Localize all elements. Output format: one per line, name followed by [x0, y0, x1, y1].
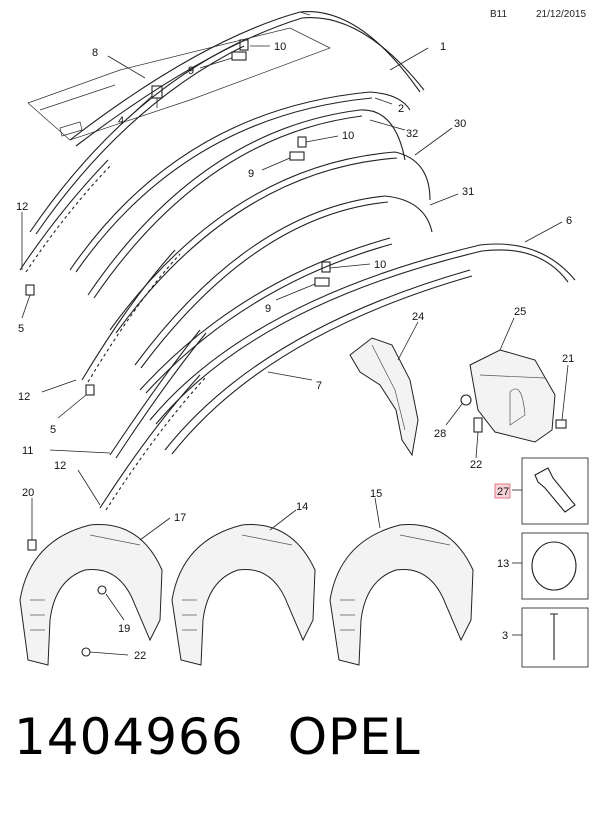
part-17-fender-liner — [19, 524, 163, 666]
part-15-fender-liner — [329, 524, 474, 666]
callout-14: 14 — [296, 501, 308, 513]
part-4-clip — [151, 85, 163, 108]
diagram-code: B11 — [490, 9, 508, 20]
callout-24: 24 — [412, 311, 424, 323]
callout-27: 27 — [497, 486, 509, 498]
parts-diagram: 1 2 3 4 5 5 6 7 8 9 9 9 10 10 10 11 12 1… — [16, 11, 589, 668]
part-8-strip — [29, 41, 245, 235]
callout-19: 19 — [118, 623, 130, 635]
callout-22a: 22 — [470, 459, 482, 471]
brand-name: OPEL — [287, 708, 421, 766]
callout-30: 30 — [454, 118, 466, 130]
part-28-nut — [460, 394, 472, 406]
clip-9-10-lower — [314, 261, 331, 287]
part-11-strip — [109, 329, 207, 459]
callout-6: 6 — [566, 215, 572, 227]
part-21-clip — [555, 419, 567, 429]
part-19-screw — [97, 585, 107, 595]
part-5-clip-b — [85, 384, 95, 396]
callout-15: 15 — [370, 488, 382, 500]
callout-21: 21 — [562, 353, 574, 365]
callout-32: 32 — [406, 128, 418, 140]
part-22-clip-upper — [473, 417, 483, 433]
callout-1: 1 — [440, 41, 446, 53]
part-3-box — [521, 607, 589, 668]
part-25-panel — [469, 349, 556, 443]
part-32-molding — [87, 109, 406, 299]
callout-17: 17 — [174, 512, 186, 524]
callout-12b: 12 — [18, 391, 30, 403]
part-2-molding — [69, 91, 411, 273]
callout-4: 4 — [118, 115, 124, 127]
clip-9-10-middle — [289, 136, 307, 161]
callout-5a: 5 — [18, 323, 24, 335]
callout-10b: 10 — [342, 130, 354, 142]
callout-25: 25 — [514, 306, 526, 318]
part-number: 1404966 — [14, 708, 244, 766]
callout-22b: 22 — [134, 650, 146, 662]
callout-28: 28 — [434, 428, 446, 440]
clip-strip-lower — [99, 374, 206, 511]
callout-5b: 5 — [50, 424, 56, 436]
part-27-highlight — [494, 483, 511, 499]
part-20-clip — [27, 539, 37, 551]
part-31-molding — [134, 195, 433, 369]
callout-11: 11 — [22, 445, 33, 457]
callout-8: 8 — [92, 47, 98, 59]
callout-9a: 9 — [188, 65, 194, 77]
part-7-molding — [164, 269, 473, 455]
clip-strip-upper — [19, 159, 113, 273]
clip-strip-middle — [81, 249, 181, 383]
diagram-date: 21/12/2015 — [536, 9, 587, 20]
part-14-fender-liner — [171, 524, 316, 666]
footer-label: 1404966 OPEL — [14, 708, 421, 766]
callout-10a: 10 — [274, 41, 286, 53]
callout-3: 3 — [502, 630, 508, 642]
callout-9b: 9 — [248, 168, 254, 180]
clip-9-10-top — [231, 39, 249, 61]
part-27-box — [521, 457, 589, 525]
part-30-molding — [109, 151, 431, 334]
part-1-roof-molding — [69, 11, 425, 147]
part-22-screw-lower — [81, 647, 91, 657]
callout-13: 13 — [497, 558, 509, 570]
callout-20: 20 — [22, 487, 34, 499]
leader-lines — [21, 45, 569, 656]
callout-7: 7 — [316, 380, 322, 392]
part-24-bracket — [349, 337, 419, 457]
part-13-box — [521, 532, 589, 600]
callout-31: 31 — [462, 186, 474, 198]
callout-12c: 12 — [54, 460, 66, 472]
part-5-clip-a — [25, 284, 35, 296]
callout-10c: 10 — [374, 259, 386, 271]
part-6-molding — [149, 243, 576, 425]
callout-9c: 9 — [265, 303, 271, 315]
callout-2: 2 — [398, 103, 404, 115]
callout-12a: 12 — [16, 201, 28, 213]
